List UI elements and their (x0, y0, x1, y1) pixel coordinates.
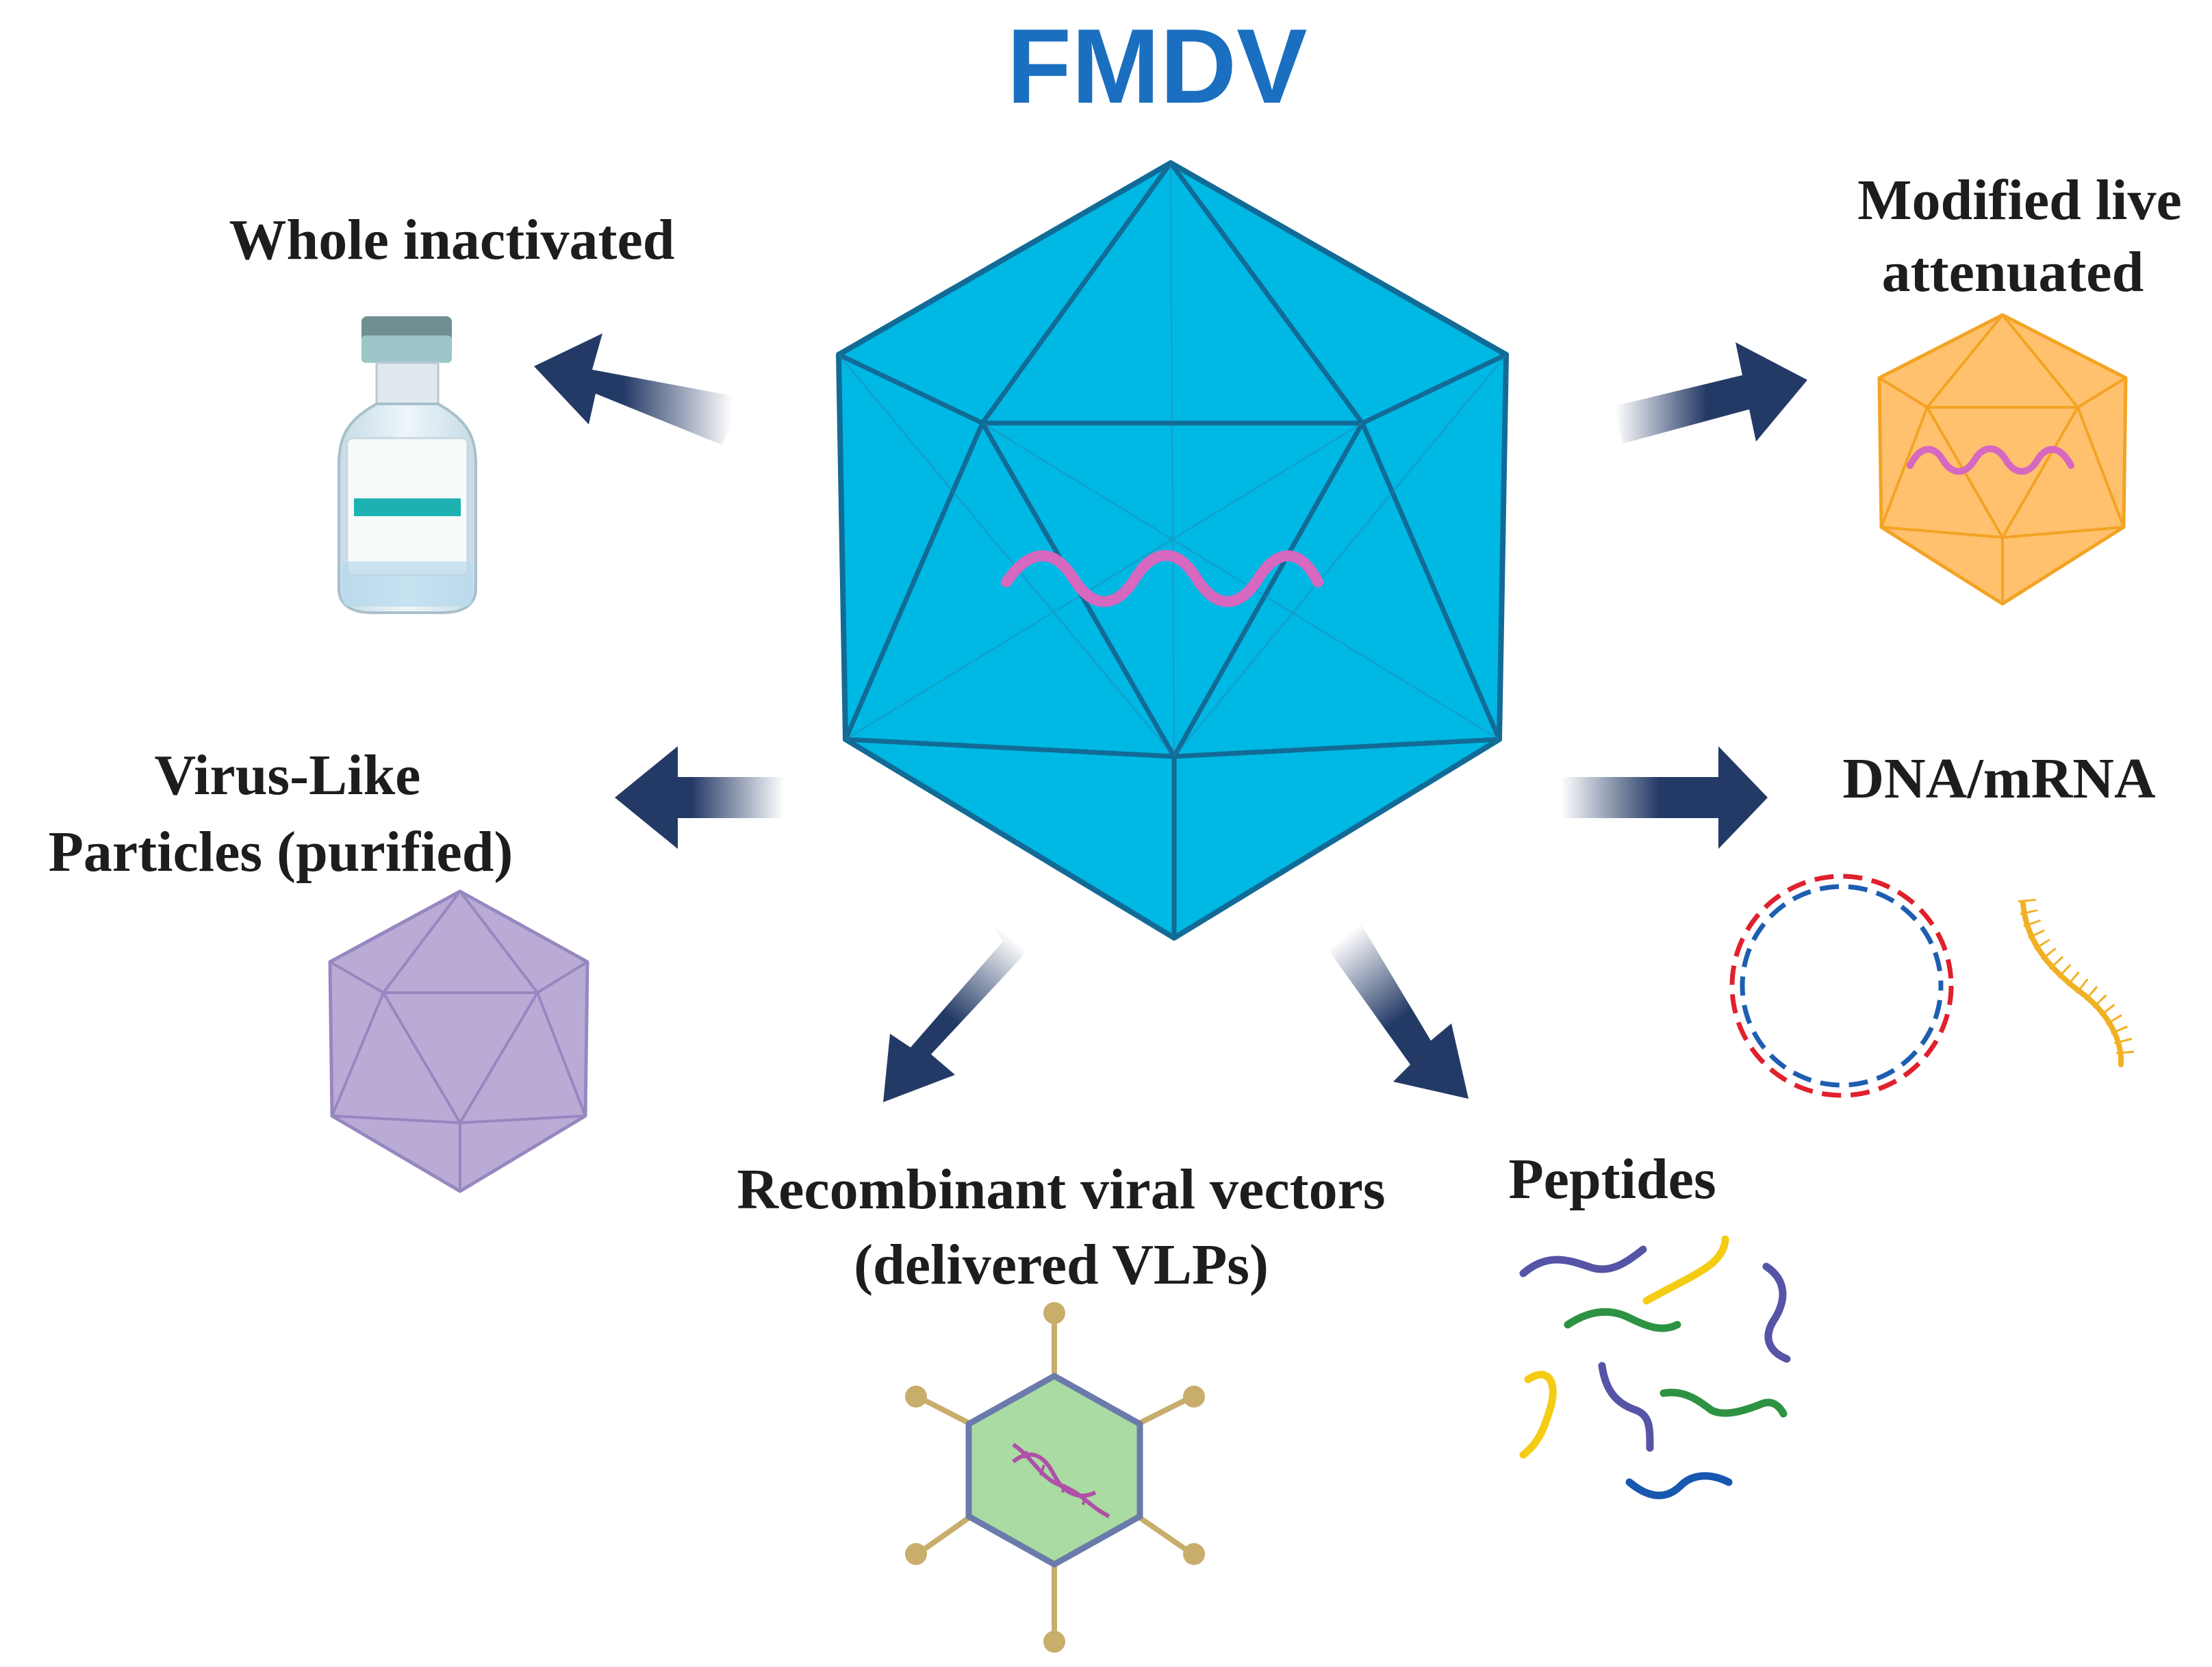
arrow-to-modified-live (1609, 342, 1807, 444)
dna-plasmid-icon (1729, 874, 1954, 1098)
label-modified-live-line2: attenuated (1882, 240, 2144, 304)
label-vlp-line2: Particles (purified) (49, 820, 513, 884)
mrna-strand-icon (2018, 898, 2135, 1067)
label-vlp-line1: Virus-Like (155, 743, 421, 807)
rna-strand-icon (1001, 550, 1323, 607)
label-dna-mrna: DNA/mRNA (1842, 747, 2156, 811)
arrow-to-vlp (615, 746, 784, 849)
viral-vector-icon (905, 1302, 1205, 1653)
attenuated-virus-icon (1877, 313, 2128, 606)
arrow-to-recombinant (883, 924, 1027, 1102)
arrow-to-dna-mrna (1561, 746, 1768, 849)
label-recombinant-line1: Recombinant viral vectors (737, 1158, 1385, 1221)
fmdv-capsid-icon (836, 160, 1509, 941)
whole-inactivated-vial-icon (338, 316, 477, 614)
label-modified-live-line1: Modified live (1857, 168, 2182, 232)
label-peptides: Peptides (1508, 1147, 1716, 1211)
vlp-icon (328, 889, 589, 1193)
peptides-icon (1519, 1235, 1791, 1499)
arrow-to-whole-inactivated (534, 333, 739, 445)
label-whole-inactivated: Whole inactivated (229, 208, 675, 272)
page-title: FMDV (1006, 7, 1307, 125)
arrow-to-peptides (1325, 921, 1469, 1099)
label-recombinant-line2: (delivered VLPs) (854, 1233, 1269, 1297)
